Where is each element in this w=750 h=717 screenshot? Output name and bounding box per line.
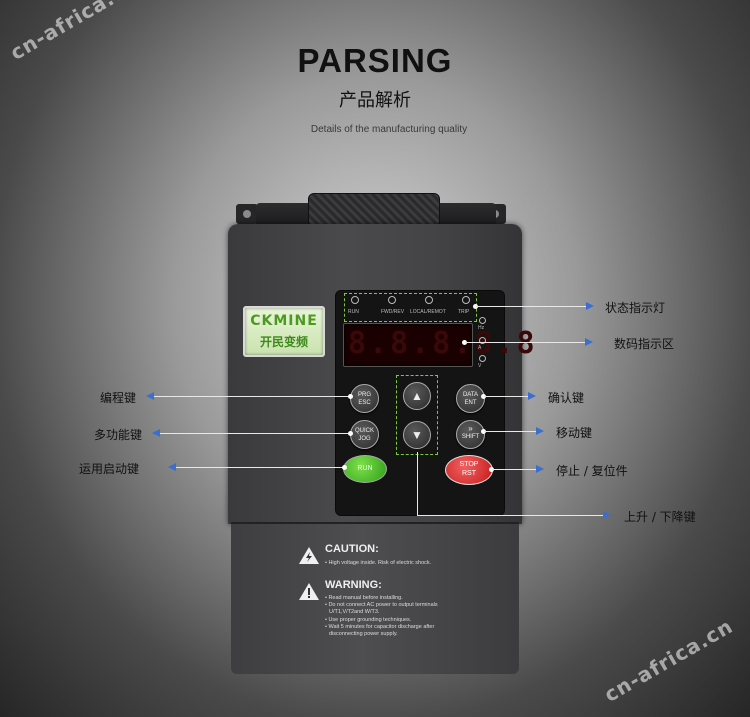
- trip-led-icon: [462, 296, 470, 304]
- status-leds-frame: [344, 293, 477, 322]
- v-label: V: [478, 363, 482, 369]
- callout-dot: [489, 467, 494, 472]
- arrow-right-icon: [536, 427, 544, 435]
- callout-line: [176, 467, 344, 468]
- triangle-up-icon: ▲: [411, 389, 423, 403]
- arrow-right-icon: [536, 465, 544, 473]
- label-program-key: 编程键: [100, 391, 137, 405]
- warning-item: • Wait 5 minutes for capacitor discharge…: [325, 623, 435, 630]
- quick-jog-button[interactable]: QUICK JOG: [350, 420, 379, 449]
- warning-item: • Read manual before installing.: [325, 595, 403, 601]
- ent-label: ENT: [464, 400, 477, 406]
- prg-label: PRG: [357, 392, 371, 398]
- arrow-right-icon: [603, 511, 611, 519]
- exclamation-warning-icon: [299, 583, 319, 600]
- run-button[interactable]: RUN: [343, 455, 387, 483]
- display-digits: 8.8.8.8.8: [348, 326, 538, 361]
- digital-display: [343, 323, 473, 367]
- callout-line: [465, 342, 585, 343]
- stop-rst-button[interactable]: STOP RST: [445, 455, 493, 485]
- warning-item: U/T1,V/T2and W/T3.: [329, 609, 380, 616]
- fwd-rev-led-label: FWD/REV: [381, 309, 405, 315]
- v-led-icon: [479, 355, 486, 362]
- caution-title: CAUTION:: [325, 543, 379, 555]
- triangle-down-icon: ▼: [411, 428, 423, 442]
- cooling-fan: [308, 193, 440, 227]
- callout-line: [417, 515, 603, 516]
- device-lower-cover: [231, 522, 519, 674]
- callout-line: [484, 431, 536, 432]
- watermark: cn-africa.cn: [600, 613, 738, 707]
- caution-text: • High voltage inside. Risk of electric …: [325, 560, 432, 566]
- logo-brand-text: CKMINE: [250, 313, 318, 329]
- warning-item: disconnecting power supply.: [329, 631, 398, 638]
- callout-line: [160, 433, 350, 434]
- label-up-down-keys: 上升 / 下降键: [624, 510, 696, 524]
- rst-label: RST: [462, 470, 476, 477]
- local-remot-led-label: LOCAL/REMOT: [410, 309, 446, 315]
- warning-list: • Read manual before installing. • Do no…: [325, 595, 438, 638]
- label-shift-key: 移动键: [556, 426, 593, 440]
- hz-led-icon: [479, 317, 486, 324]
- local-remot-led-icon: [425, 296, 433, 304]
- page-details: Details of the manufacturing quality: [310, 124, 468, 135]
- arrow-left-icon: [146, 392, 154, 400]
- run-led-label: RUN: [348, 309, 359, 315]
- arrow-right-icon: [528, 392, 536, 400]
- label-confirm-key: 确认键: [548, 391, 585, 405]
- callout-dot: [348, 431, 353, 436]
- fwd-rev-led-icon: [388, 296, 396, 304]
- down-button[interactable]: ▼: [403, 421, 431, 449]
- callout-dot: [342, 465, 347, 470]
- warning-item: • Use proper grounding techniques.: [325, 616, 412, 623]
- data-ent-button[interactable]: DATA ENT: [456, 384, 485, 413]
- label-status-indicator: 状态指示灯: [605, 301, 666, 315]
- callout-dot: [481, 394, 486, 399]
- callout-line: [476, 306, 586, 307]
- shift-button[interactable]: » SHIFT: [456, 420, 485, 449]
- quick-label: QUICK: [354, 428, 374, 434]
- mounting-ear-left: [236, 204, 258, 224]
- a-label: A: [478, 345, 482, 351]
- label-multifunction-key: 多功能键: [94, 428, 143, 442]
- run-led-icon: [351, 296, 359, 304]
- arrow-left-icon: [152, 429, 160, 437]
- logo-cn-text: 开民变频: [259, 335, 308, 349]
- trip-led-label: TRIP: [458, 309, 470, 315]
- up-button[interactable]: ▲: [403, 382, 431, 410]
- callout-dot: [481, 429, 486, 434]
- arrow-right-icon: [585, 338, 593, 346]
- callout-dot: [348, 394, 353, 399]
- warning-item: • Do not connect AC power to output term…: [325, 602, 438, 609]
- callout-line: [484, 396, 528, 397]
- arrow-right-icon: [586, 302, 594, 310]
- page-title: PARSING: [297, 42, 453, 79]
- jog-label: JOG: [358, 436, 371, 442]
- a-led-icon: [479, 337, 486, 344]
- callout-line: [154, 396, 350, 397]
- stop-label: STOP: [459, 461, 479, 468]
- shift-label: SHIFT: [461, 434, 480, 440]
- label-stop-reset: 停止 / 复位件: [556, 464, 628, 478]
- callout-dot: [473, 304, 478, 309]
- arrow-left-icon: [168, 463, 176, 471]
- warning-title: WARNING:: [325, 579, 382, 591]
- callout-line: [417, 452, 418, 515]
- data-label: DATA: [462, 392, 479, 398]
- hz-label: Hz: [478, 325, 485, 331]
- label-run-key: 运用启动键: [79, 462, 140, 476]
- shift-arrows-icon: »: [468, 424, 473, 433]
- high-voltage-warning-icon: [299, 547, 319, 564]
- brand-logo: CKMINE 开民变频: [243, 306, 325, 357]
- esc-label: ESC: [358, 400, 371, 406]
- callout-dot: [462, 340, 467, 345]
- page-subtitle: 产品解析: [339, 90, 411, 111]
- prg-esc-button[interactable]: PRG ESC: [350, 384, 379, 413]
- label-digital-display: 数码指示区: [614, 337, 675, 351]
- callout-line: [492, 469, 536, 470]
